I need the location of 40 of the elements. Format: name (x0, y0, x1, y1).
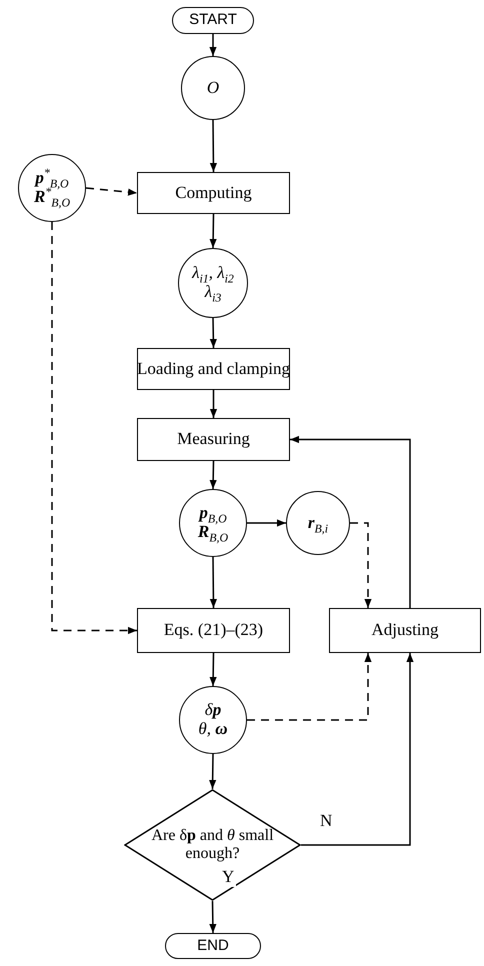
node-text: Measuring (177, 430, 250, 449)
dashed-arrow (247, 653, 372, 721)
node-text: Eqs. (21)–(23) (164, 621, 264, 640)
terminal-pill (172, 7, 254, 34)
arrow (210, 120, 218, 172)
dashed-arrow (86, 187, 138, 196)
node-text: p$_{B,O}$ (199, 504, 227, 523)
arrow (210, 652, 217, 686)
arrow (209, 754, 216, 790)
arrow (210, 318, 217, 348)
node-text: r$_{B,i}$ (308, 514, 328, 532)
node-text: R$_{B,O}$ (198, 523, 228, 542)
node-text: δp (204, 701, 222, 720)
dashed-arrow (350, 522, 372, 608)
node-text: START (189, 12, 237, 29)
node-text: λ$_{i1}$, λ$_{i2}$ λ$_{i3}$ (190, 264, 235, 302)
node-text: END (197, 938, 229, 954)
node-text: Are δp and θ small enough? (150, 827, 275, 863)
arrow (301, 653, 414, 846)
process-box (137, 348, 290, 390)
process-box (137, 172, 290, 214)
dashed-arrow (51, 222, 137, 634)
process-box (137, 608, 290, 653)
node-text: O (206, 78, 220, 98)
arrow (210, 557, 217, 608)
node-text: Loading and clamping (137, 360, 290, 378)
arrow (209, 900, 216, 934)
node-text: Adjusting (371, 621, 439, 640)
process-box (137, 418, 290, 461)
arrow (290, 436, 411, 608)
arrow (210, 460, 217, 490)
terminal-pill (165, 933, 261, 959)
arrow (210, 214, 217, 248)
node-text: Computing (175, 184, 252, 202)
arrow (210, 390, 218, 418)
arrow (209, 34, 217, 56)
process-box (329, 608, 481, 653)
node-text: θ, ω (198, 720, 228, 739)
decision-diamond (124, 789, 301, 901)
arrow (247, 519, 286, 527)
